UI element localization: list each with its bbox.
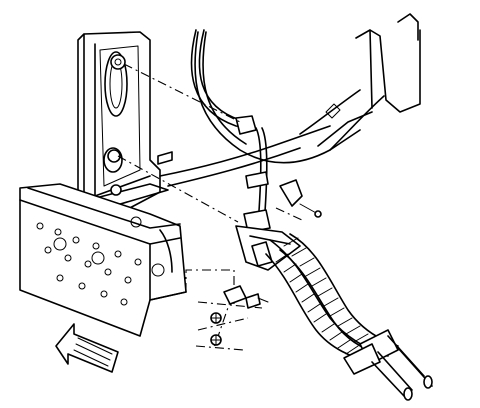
frame-crossmember-upper <box>159 13 421 187</box>
brake-pipes <box>190 29 271 233</box>
fasteners <box>210 285 269 346</box>
lower-tube-nut <box>243 209 271 233</box>
frame-rail-holes <box>36 216 165 306</box>
fitting-nut <box>279 179 303 207</box>
crossmember-bracket <box>77 31 173 231</box>
bolt-head <box>314 210 322 218</box>
frame-rail <box>19 183 187 337</box>
hose-end-fitting-lower <box>343 343 381 375</box>
brake-hoses <box>265 233 433 401</box>
hose-corrugations <box>275 237 369 355</box>
retaining-clip <box>245 171 269 189</box>
mounting-bolt <box>245 293 261 309</box>
washer <box>223 285 247 305</box>
upper-tube-nut <box>235 115 257 135</box>
direction-arrow <box>55 323 119 373</box>
